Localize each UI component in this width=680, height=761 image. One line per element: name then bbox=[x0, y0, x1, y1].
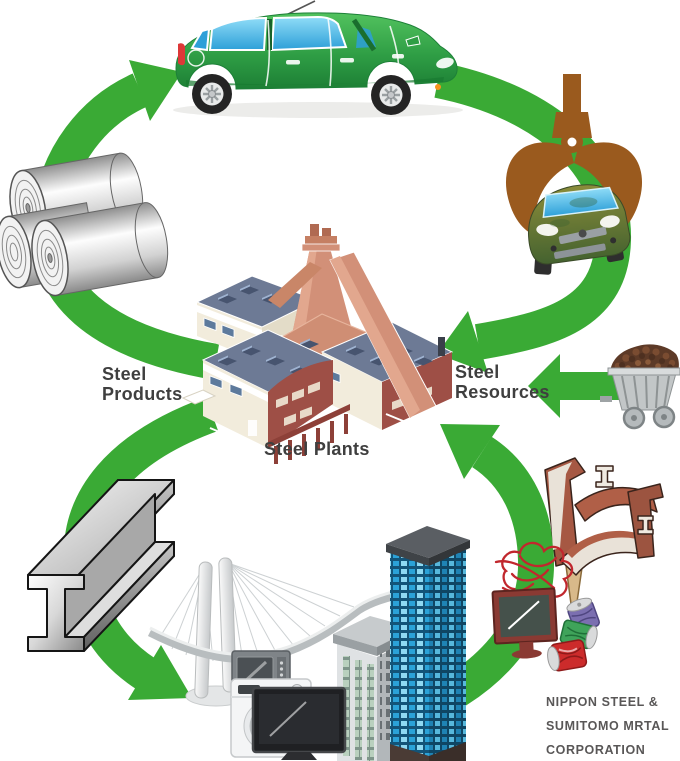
scrap-beams-icon bbox=[544, 457, 664, 605]
company-name: NIPPON STEEL & SUMITOMO MRTAL CORPORATIO… bbox=[546, 690, 669, 761]
car-wheel bbox=[192, 74, 232, 114]
label-steel-resources-line1: Steel bbox=[455, 362, 500, 382]
car-wheel bbox=[371, 75, 411, 115]
company-name-line3: CORPORATION bbox=[546, 743, 646, 757]
label-steel-products-line1: Steel bbox=[102, 364, 147, 384]
tv-icon bbox=[251, 686, 347, 760]
company-name-line2: SUMITOMO MRTAL bbox=[546, 719, 670, 733]
mine-cart-icon bbox=[600, 344, 680, 430]
label-steel-products-line2: Products bbox=[102, 384, 183, 404]
steel-plant-icon bbox=[181, 224, 454, 464]
skyscraper-icon bbox=[386, 526, 470, 761]
scrap-metal-icon bbox=[491, 457, 664, 672]
label-steel-products: Steel Products bbox=[102, 364, 182, 404]
label-steel-resources: Steel Resources bbox=[455, 362, 550, 402]
label-steel-resources-line2: Resources bbox=[455, 382, 550, 402]
h-beam-icon bbox=[27, 479, 175, 652]
old-monitor-icon bbox=[491, 587, 559, 659]
scrap-car-icon bbox=[527, 184, 631, 275]
arrow-scrap-to-plant bbox=[401, 424, 555, 731]
company-name-line1: NIPPON STEEL & bbox=[546, 695, 659, 709]
green-car-icon bbox=[173, 0, 463, 118]
steel-coils-icon bbox=[0, 152, 169, 297]
crushed-cans-icon bbox=[547, 597, 600, 672]
label-steel-plants: Steel Plants bbox=[264, 439, 370, 459]
